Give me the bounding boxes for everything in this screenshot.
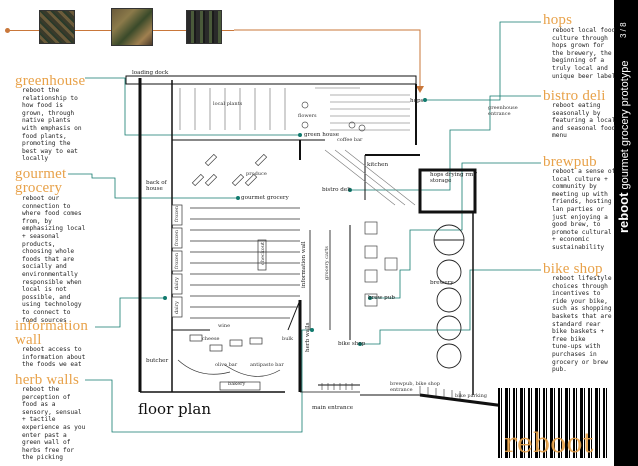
building-walls [125,75,521,410]
pathway [324,149,416,206]
page-number: 3 / 8 [619,22,628,38]
herb-walls-description: reboot the perception of food as a senso… [22,386,86,462]
bike-shop-description: reboot lifestyle choices through incenti… [552,275,612,374]
gourmet-grocery-description: reboot our connection to where food come… [22,195,86,324]
checkout-counters [177,239,281,391]
barcode-logo [498,388,610,458]
brewery-tanks [433,224,465,369]
products-collage-thumbnail [111,8,153,46]
gourmet-grocery-heading-line1: gourmet [15,166,67,182]
floor-plan-drawing [68,21,541,433]
herb-walls-plan-label: herb walls [305,322,311,352]
title-bold: reboot [616,192,631,233]
bike-shop-plan-label: bike shop [338,341,366,347]
checkout-label: checkout [260,241,266,265]
bike-parking-label: bike parking [455,393,487,399]
hops-arrow [234,29,421,88]
wine-label: wine [218,323,231,329]
presentation-title: reboot gourmet grocery prototype [616,60,631,233]
brewery-label: brewery [430,280,454,286]
circuit-board-thumbnail [39,10,75,44]
floor-plan-title: floor plan [138,400,212,418]
greenhouse-entrance-label: greenhouse entrance [488,105,518,117]
kitchen-label: kitchen [367,162,389,168]
connector-start-dot [5,28,10,33]
frozen-label-3: frozen [174,252,180,269]
brew-pub-label: brew pub [368,295,395,301]
gourmet-grocery-heading: gourmet grocery [15,166,67,196]
bike-parking-racks [321,383,461,399]
produce-bins [191,153,268,187]
cheese-label: cheese [202,336,220,342]
bistro-deli-description: reboot eating seasonally by featuring a … [552,102,616,140]
produce-label: produce [246,171,267,177]
antipasto-bar-label: antipasto bar [250,362,284,368]
flowers-label: flowers [298,113,317,119]
greenhouse-planting-beds [179,87,410,131]
grocery-aisles [190,207,300,319]
bulk-label: bulk [282,336,294,342]
greenhouse-heading: greenhouse [15,73,86,89]
green-house-label: green house [304,132,340,138]
connector-dots [163,98,427,346]
dairy-label-1: dairy [174,277,180,290]
circuit-board-dark-thumbnail [186,10,222,44]
grocery-carts-label: grocery carts [324,246,330,280]
information-wall-description: reboot access to information about the f… [22,346,86,369]
dairy-label-2: dairy [174,301,180,314]
brewpub-description: reboot a sense of local culture + commun… [552,168,616,251]
gourmet-grocery-plan-label: gourmet grocery [241,195,289,201]
hops-heading: hops [543,12,573,28]
information-wall-plan-label: information wall [301,241,307,288]
olive-bar-label: olive bar [215,362,238,368]
bakery-label: bakery [228,381,246,387]
gourmet-grocery-heading-line2: grocery [15,180,63,196]
bistro-deli-heading: bistro deli [543,88,606,104]
information-wall-heading-line2: wall [15,332,42,348]
brewpub-heading: brewpub [543,154,597,170]
information-wall-heading: information wall [15,318,89,348]
hops-arrow-head [416,86,424,93]
brewpub-seating [364,221,398,307]
loading-dock-label: loading dock [132,70,169,76]
hops-description: reboot local food culture through hops g… [552,27,616,80]
refrigerated-cases [171,204,183,318]
bistro-deli-plan-label: bistro deli [322,187,351,193]
main-entrance-label: main entrance [312,405,354,411]
coffee-bar-label: coffee bar [337,137,363,143]
greenhouse-description: reboot the relationship to how food is g… [22,87,82,163]
frozen-label-2: frozen [174,229,180,246]
title-rest: gourmet grocery prototype [619,60,631,190]
herb-walls-heading: herb walls [15,372,80,388]
hops-drying-label: hops drying rm./ storage [430,172,478,184]
connector-lines [68,21,541,433]
information-wall-heading-line1: information [15,318,89,334]
logo-text: reboot [504,428,594,459]
hops-plan-label: hops [410,98,424,104]
brewpub-bike-shop-entrance-label: brewpub, bike shop entrance [390,381,441,393]
back-of-house-label: back of house [146,180,167,192]
butcher-label: butcher [146,358,169,364]
local-plants-label: local plants [213,101,243,107]
greenhouse-round-planters [301,101,366,132]
frozen-label-1: frozen [174,205,180,222]
bike-shop-heading: bike shop [543,261,603,277]
title-sidebar: 3 / 8 reboot gourmet grocery prototype [614,0,638,466]
